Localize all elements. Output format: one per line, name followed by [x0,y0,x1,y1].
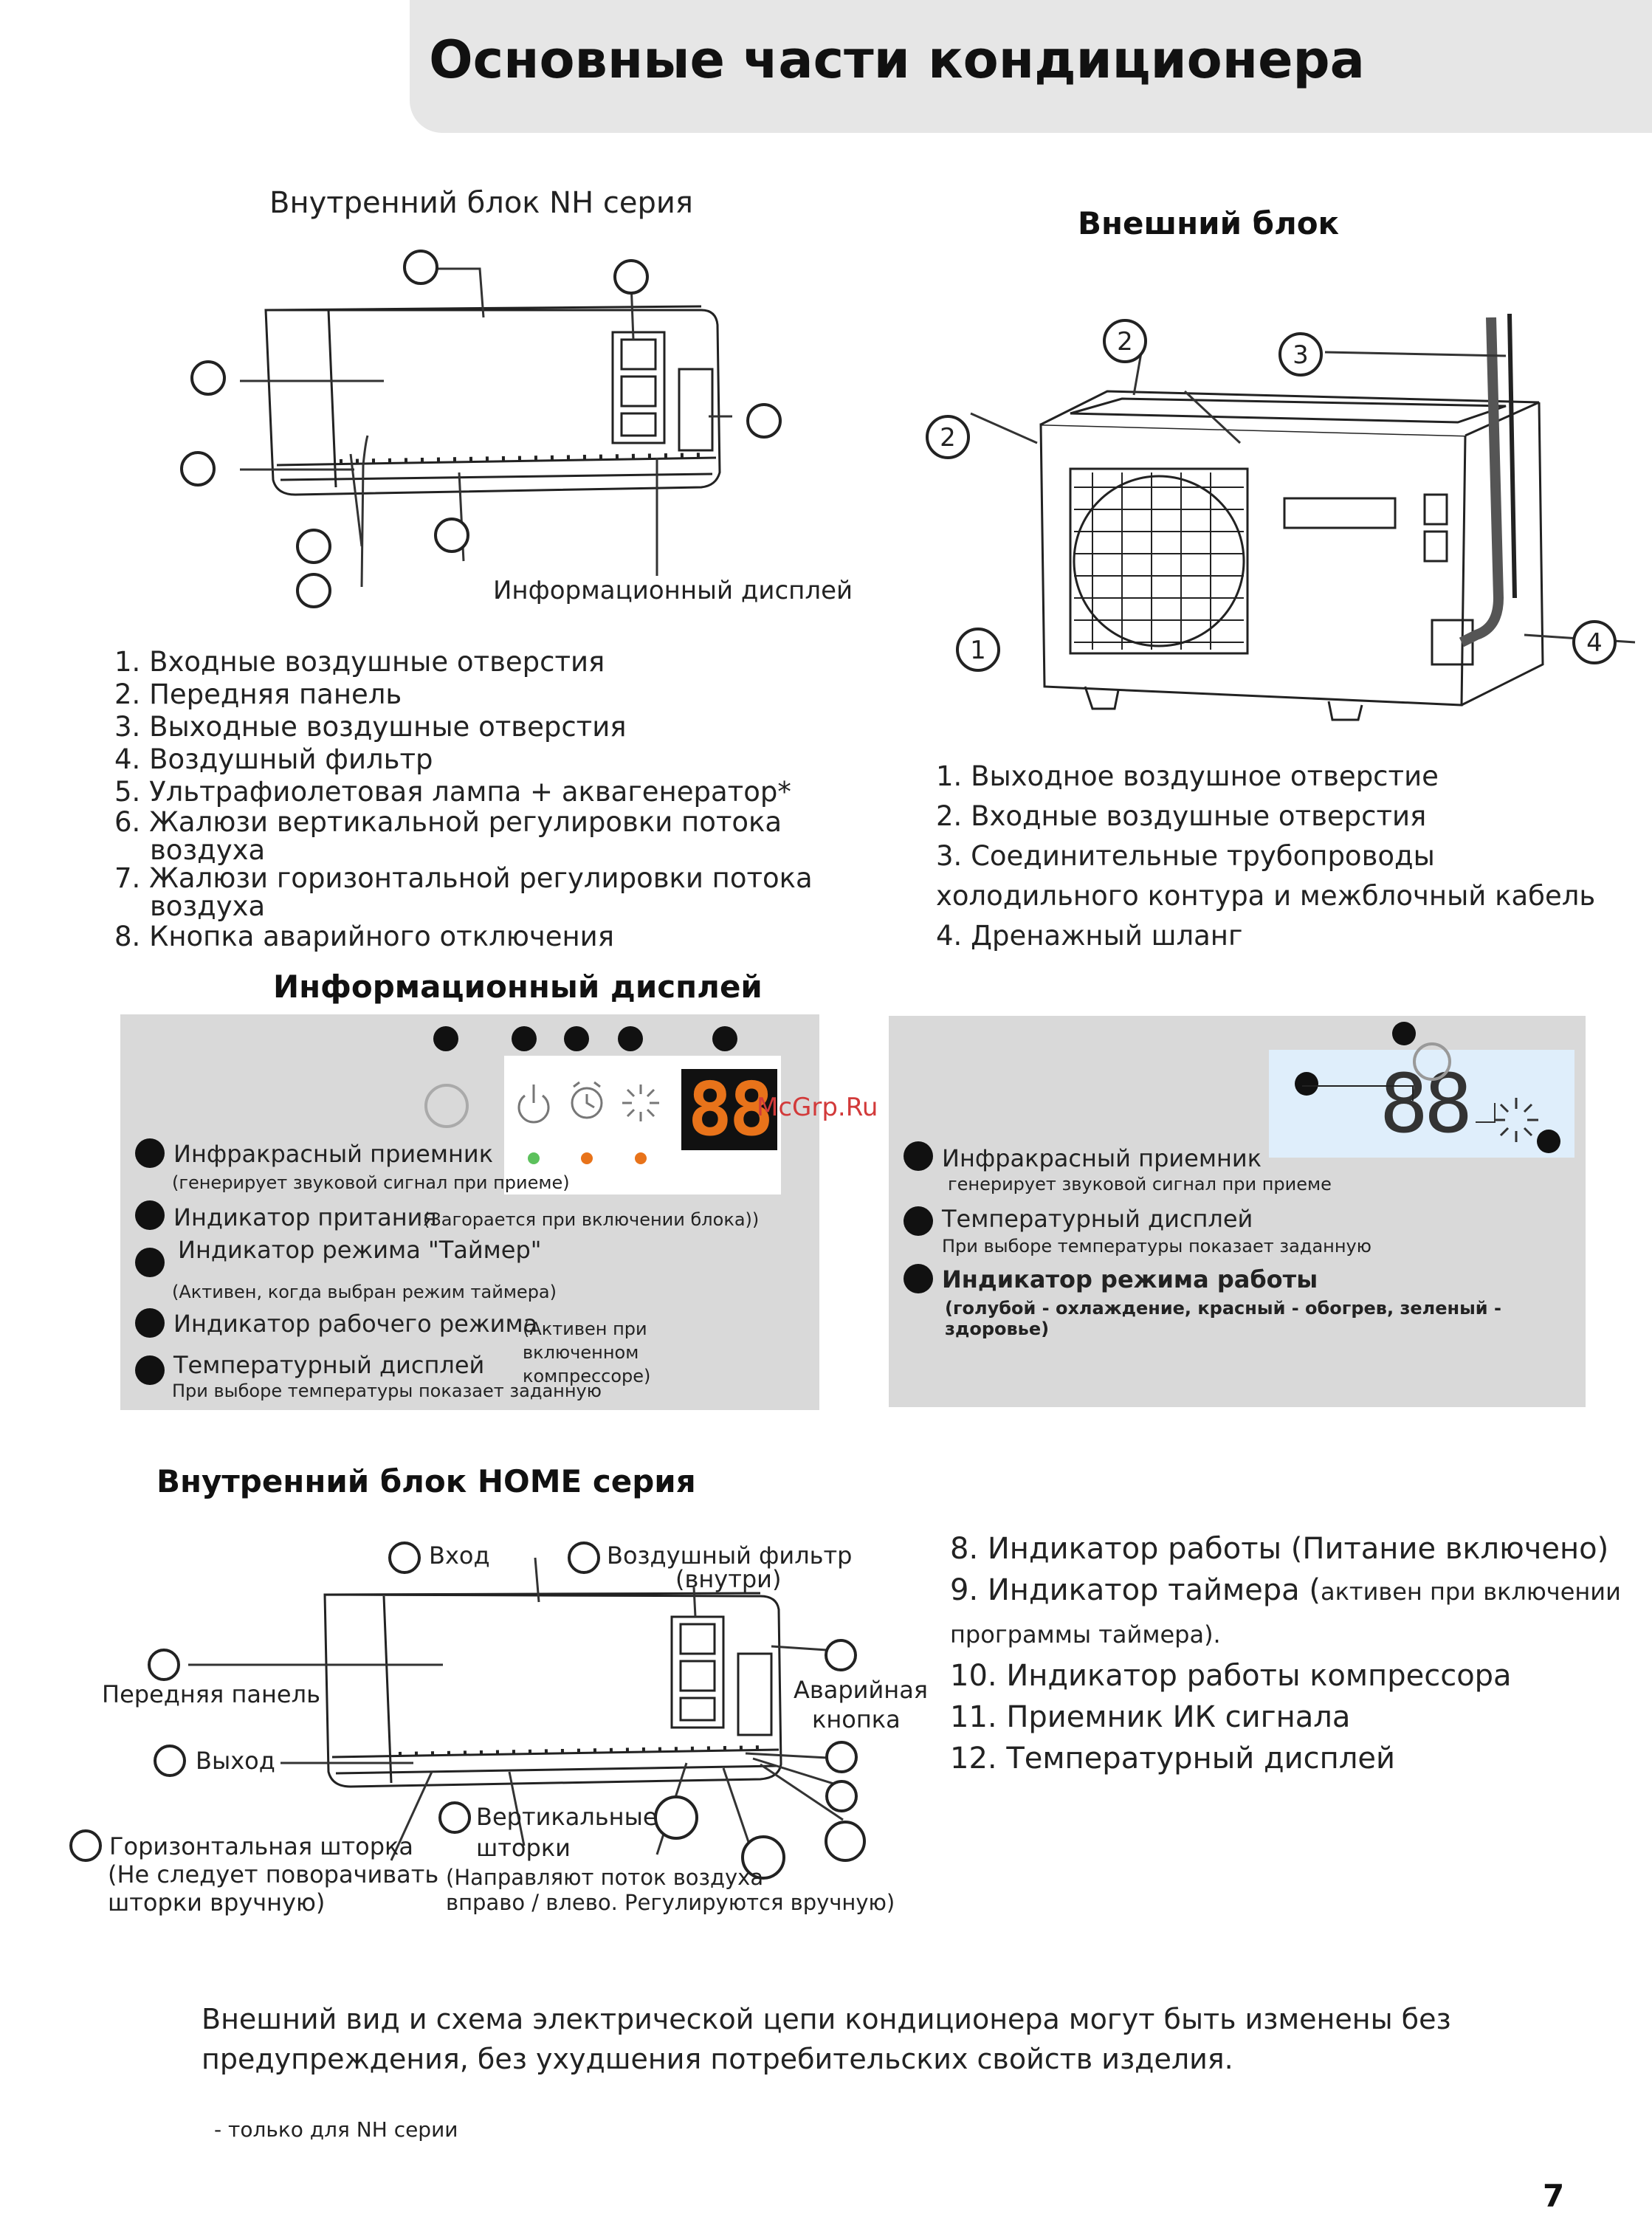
run-mode-indicator-note: (Активен при включенном компрессоре) [523,1319,651,1386]
list-item: 8. Индикатор работы (Питание включено) [950,1532,1609,1566]
timer-indicator-note: (Активен, когда выбран режим таймера) [172,1282,557,1302]
footnote: - только для NH серии [214,2117,458,2142]
list-item: 1. Входные воздушные отверстия [114,646,605,678]
bullet-dot [904,1206,933,1236]
bullet-dot [904,1141,933,1171]
right-temp-note: При выборе температуры показает заданную [942,1236,1371,1257]
indoor-home-diagram [69,1541,866,1880]
label-vert-1: Вертикальные [476,1803,658,1831]
label-horiz-2: (Не следует поворачивать [108,1860,439,1888]
run-mode-indicator-label: Индикатор рабочего режима [173,1310,538,1338]
ir-receiver-ring [1413,1042,1451,1081]
list-item: 11. Приемник ИК сигнала [950,1700,1351,1734]
lcd-bracket [1476,1103,1496,1123]
indoor-home-list: 8. Индикатор работы (Питание включено) 9… [950,1528,1636,1779]
list-item: 1. Выходное воздушное отверстие [936,760,1439,792]
callout-dot [1537,1130,1560,1153]
bullet-dot [135,1138,165,1168]
list-item: 7. Жалюзи горизонтальной регулировки пот… [114,862,813,922]
outdoor-list: 1. Выходное воздушное отверстие 2. Входн… [936,757,1622,956]
callout-line [1302,1085,1414,1101]
label-vert-2: шторки [476,1834,571,1862]
callout-dot [564,1026,589,1051]
callout-dot [1295,1072,1318,1096]
label-front-panel: Передняя панель [102,1680,320,1708]
bullet-dot [135,1248,165,1277]
label-emergency-1: Аварийная [794,1676,929,1704]
list-item: 2. Входные воздушные отверстия [936,800,1427,832]
callout-dot [433,1026,458,1051]
label-horiz-3: шторки вручную) [108,1888,326,1917]
mode-icon [1494,1098,1538,1142]
power-indicator-label: Индикатор притания [173,1203,437,1231]
indoor-nh-list: 1. Входные воздушные отверстия 2. Передн… [114,646,853,953]
watermark: McGrp.Ru [757,1093,878,1122]
callout-1: 1 [970,636,986,665]
power-indicator-note: (Загорается при включении блока)) [423,1209,760,1230]
right-temp-label: Температурный дисплей [942,1205,1253,1233]
label-inlet: Вход [429,1541,490,1570]
page-number: 7 [1543,2178,1565,2214]
callout-dot [512,1026,537,1051]
list-item: 10. Индикатор работы компрессора [950,1659,1512,1693]
page-title: Основные части кондиционера [429,30,1365,90]
list-item: 2. Передняя панель [114,678,402,710]
display-window: 88 [504,1056,781,1195]
notice-text: Внешний вид и схема электрической цепи к… [202,2003,1451,2075]
list-item: 8. Кнопка аварийного отключения [114,921,614,952]
indicator-icons [517,1081,659,1164]
bullet-dot [135,1355,165,1385]
display-panel-left: 88 Инфракрасный приемник (генерирует зву… [120,1014,819,1410]
label-vert-4: вправо / влево. Регулируются вручную) [446,1890,895,1915]
callout-dot [712,1026,737,1051]
bullet-dot [135,1308,165,1338]
display-label: Информационный дисплей [493,576,853,605]
indoor-nh-heading: Внутренний блок NH серия [269,186,693,220]
list-item: 4. Воздушный фильтр [114,743,433,775]
list-item: 3. Выходные воздушные отверстия [114,711,627,743]
title-banner [410,0,1652,133]
list-item: 5. Ультрафиолетовая лампа + аквагенерато… [114,776,791,808]
display-panel-right: 88 Инфракрасный приемник генерирует звук… [889,1016,1586,1407]
callout-4: 4 [1586,628,1603,658]
list-item: 12. Температурный дисплей [950,1742,1395,1776]
list-item: 9. Индикатор таймера (активен при включе… [950,1573,1621,1649]
bullet-dot [904,1264,933,1293]
list-item: 4. Дренажный шланг [936,920,1243,952]
callout-2a: 2 [1117,327,1133,357]
label-vert-3: (Направляют поток воздуха [446,1865,764,1890]
temperature-digits: 88 [681,1069,777,1150]
indoor-home-heading: Внутренний блок HOME серия [156,1463,696,1499]
label-horiz-1: Горизонтальная шторка [109,1832,413,1860]
ir-receiver-window [424,1084,469,1128]
right-ir-note: генерирует звуковой сигнал при приеме [948,1174,1332,1195]
right-ir-label: Инфракрасный приемник [942,1144,1262,1172]
callout-3: 3 [1293,340,1309,370]
outdoor-diagram: 2 3 2 1 4 [926,313,1636,721]
ir-receiver-label: Инфракрасный приемник [173,1140,494,1168]
label-outlet: Выход [196,1747,275,1775]
right-mode-label: Индикатор режима работы [942,1265,1318,1293]
callout-2b: 2 [940,423,956,453]
label-emergency-2: кнопка [812,1705,901,1733]
temp-display-note: При выборе температуры показает заданную [172,1381,602,1401]
label-filter: Воздушный фильтр [607,1541,853,1570]
list-item: 6. Жалюзи вертикальной регулировки поток… [114,806,782,866]
info-display-heading: Информационный дисплей [273,969,763,1005]
callout-dot [1392,1022,1416,1045]
label-filter-sub: (внутри) [675,1565,782,1593]
outdoor-heading: Внешний блок [1078,205,1340,241]
indoor-nh-diagram [180,250,782,608]
bullet-dot [135,1200,165,1230]
timer-indicator-label: Индикатор режима "Таймер" [178,1236,542,1264]
right-mode-note: (голубой - охлаждение, красный - обогрев… [945,1298,1501,1339]
list-item: 3. Соединительные трубопроводы холодильн… [936,840,1596,912]
ir-receiver-note: (генерирует звуковой сигнал при приеме) [172,1172,570,1193]
temp-display-label: Температурный дисплей [173,1351,485,1379]
callout-dot [618,1026,643,1051]
